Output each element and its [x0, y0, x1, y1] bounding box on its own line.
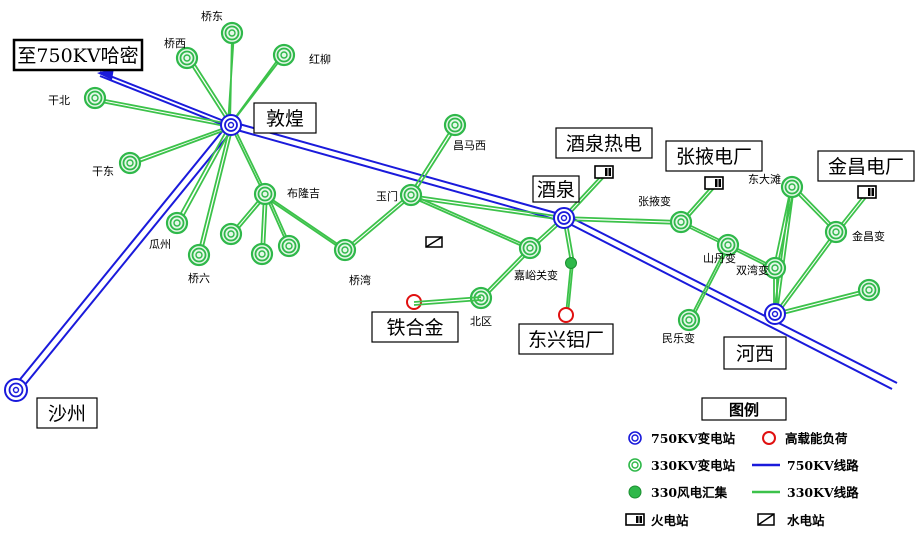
label-qiaoliu: 桥六: [188, 272, 210, 285]
jc-plant-label: 金昌电厂: [828, 156, 904, 178]
label-minle: 民乐变: [662, 331, 695, 345]
station-330-w3[interactable]: [277, 234, 301, 258]
station-750-dunhuang[interactable]: [220, 114, 242, 136]
label-ganbei: 干北: [48, 94, 70, 107]
label-qiaodong: 桥东: [201, 10, 223, 23]
label-changmaxi: 昌马西: [453, 139, 486, 152]
station-330-changmaxi[interactable]: [443, 113, 467, 137]
legend-750-line: 750KV线路: [787, 458, 859, 473]
station-330-guazhou[interactable]: [165, 211, 189, 235]
station-330-w4[interactable]: [857, 278, 881, 302]
station-330-jiayuguan[interactable]: [518, 236, 542, 260]
legend-330-station: 330KV变电站: [651, 458, 736, 473]
jq-thermal-label: 酒泉热电: [566, 133, 642, 155]
station-330-ganbei[interactable]: [83, 86, 107, 110]
jiuquan-label: 酒泉: [537, 179, 575, 201]
legend-750-station-icon: [628, 431, 642, 445]
zy-plant-label-box: 张掖电厂: [665, 140, 763, 172]
shazhou-label-box: 沙州: [36, 397, 98, 429]
station-330-group: [83, 21, 881, 332]
station-750-hexi[interactable]: [764, 303, 786, 325]
line-750kv-group: [12, 68, 898, 393]
legend-330-station-icon: [628, 458, 642, 472]
station-330-qiaowan[interactable]: [333, 238, 357, 262]
station-330-shuangwan[interactable]: [763, 256, 787, 280]
dunhuang-label-box: 敦煌: [253, 102, 317, 134]
label-hongliu: 红柳: [309, 52, 331, 66]
legend-hydro: 水电站: [787, 513, 825, 528]
legend-thermal: 火电站: [651, 513, 689, 528]
station-330-w1[interactable]: [219, 222, 243, 246]
hami-label-box: 至750KV哈密: [12, 38, 144, 72]
tiehejin-label-box: 铁合金: [371, 311, 459, 343]
label-jinchang: 金昌变: [852, 229, 885, 243]
thermal-plant-zhangye-icon: [704, 176, 724, 190]
hydro-plant-icon: [425, 236, 443, 248]
station-330-bulongji[interactable]: [253, 182, 277, 206]
label-yumen: 玉门: [376, 189, 398, 203]
station-330-qiaoliu[interactable]: [187, 243, 211, 267]
label-dongdatan: 东大滩: [748, 172, 781, 186]
jiuquan-label-box: 酒泉: [532, 175, 580, 203]
label-qiaoxi: 桥西: [164, 37, 186, 50]
line-750-dunhuang-hami: [97, 68, 232, 129]
line-750-dunhuang-jiuquan: [229, 121, 564, 222]
station-330-zhangye[interactable]: [669, 210, 693, 234]
legend-hydro-icon: [757, 513, 775, 526]
label-gandong: 干东: [92, 165, 114, 178]
tiehejin-label: 铁合金: [386, 317, 443, 339]
jc-plant-label-box: 金昌电厂: [817, 150, 915, 182]
jq-thermal-label-box: 酒泉热电: [555, 127, 653, 159]
legend-title: 图例: [729, 401, 759, 419]
label-bulongji: 布隆吉: [287, 186, 320, 200]
label-shandan: 山丹变: [703, 251, 736, 265]
legend-thermal-icon: [625, 513, 645, 526]
thermal-plant-jiuquan-icon: [594, 165, 614, 179]
label-shuangwan: 双湾变: [736, 263, 769, 277]
label-qiaowan: 桥湾: [349, 273, 371, 287]
load-dongxing[interactable]: [558, 307, 574, 323]
label-jiayuguan: 嘉峪关变: [514, 268, 558, 282]
station-330-gandong[interactable]: [118, 151, 142, 175]
line-330-dunhuang-spokes: [94, 32, 347, 256]
shazhou-label: 沙州: [48, 403, 86, 425]
dunhuang-label: 敦煌: [266, 108, 304, 130]
station-330-qiaodong[interactable]: [220, 21, 244, 45]
label-zhangye: 张掖变: [638, 194, 671, 208]
hami-label: 至750KV哈密: [17, 45, 138, 67]
zy-plant-label: 张掖电厂: [676, 146, 752, 168]
legend-330-line: 330KV线路: [787, 485, 859, 500]
legend-load: 高载能负荷: [785, 431, 848, 446]
station-330-yumen[interactable]: [399, 183, 423, 207]
station-330-qiaoxi[interactable]: [175, 46, 199, 70]
station-330-minle[interactable]: [677, 308, 701, 332]
line-750-shazhou-dunhuang: [12, 122, 236, 393]
legend-load-icon: [762, 431, 776, 445]
station-330-dongdatan[interactable]: [780, 175, 804, 199]
hexi-label: 河西: [736, 343, 774, 365]
station-330-jinchang[interactable]: [824, 220, 848, 244]
label-guazhou: 瓜州: [149, 238, 171, 251]
dongxing-label: 东兴铝厂: [528, 329, 604, 351]
legend: 图例 750KV变电站 高载能负荷 330KV变电站 750KV线路 330风电…: [625, 397, 859, 528]
hexi-label-box: 河西: [723, 336, 787, 370]
station-750-shazhou[interactable]: [4, 378, 28, 402]
station-330-w2[interactable]: [250, 242, 274, 266]
legend-wind: 330风电汇集: [651, 485, 728, 500]
legend-wind-icon: [628, 485, 642, 499]
thermal-plant-jinchang-icon: [857, 185, 877, 199]
station-330-hongliu[interactable]: [272, 43, 296, 67]
station-750-jiuquan[interactable]: [553, 207, 575, 229]
dongxing-label-box: 东兴铝厂: [518, 323, 614, 355]
station-330-shandan[interactable]: [716, 233, 740, 257]
label-beiqu: 北区: [470, 315, 492, 328]
legend-750-station: 750KV变电站: [651, 431, 736, 446]
line-750-jiuquan-hexi-beyond: [561, 214, 898, 390]
line-330kv-group: [94, 32, 870, 322]
wind-collector-dot: [565, 257, 577, 269]
